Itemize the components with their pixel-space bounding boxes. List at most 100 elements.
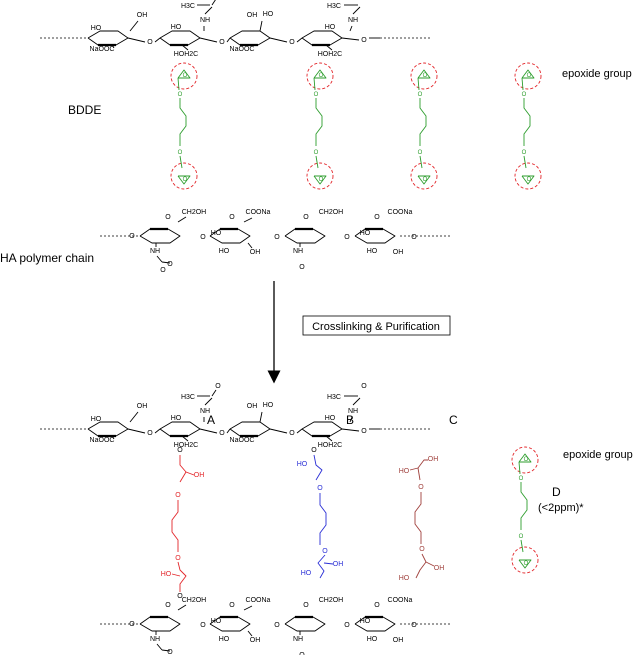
atom-label: HO xyxy=(367,248,378,255)
atom-label: O xyxy=(160,267,166,274)
atom-label: HOH2C xyxy=(174,442,199,449)
atom-label: HO xyxy=(367,636,378,643)
atom-label: HOH2C xyxy=(174,51,199,58)
bond-chain xyxy=(315,98,323,146)
atom-label: OH xyxy=(247,403,258,410)
atom-label: HO xyxy=(301,570,312,577)
atom-label: O xyxy=(418,92,423,98)
epoxide-circle xyxy=(511,546,539,574)
bond xyxy=(352,6,361,15)
atom-label: NaOOC xyxy=(90,437,115,444)
bond xyxy=(521,77,524,91)
bond-chain xyxy=(313,454,323,481)
atom-label: O xyxy=(419,546,425,553)
atom-label: OH xyxy=(434,565,445,572)
atom-label: O xyxy=(167,261,173,268)
bond xyxy=(177,216,187,223)
atom-label: O xyxy=(178,150,183,156)
atom-label: O xyxy=(519,534,524,540)
atom-label: O xyxy=(129,621,135,628)
atom-label: O xyxy=(314,150,319,156)
bond xyxy=(349,416,353,423)
atom-label: O xyxy=(175,555,181,562)
atom-label: HO xyxy=(211,618,222,625)
atom-label: O xyxy=(219,39,225,46)
bond xyxy=(259,20,263,32)
bond xyxy=(325,435,333,442)
atom-label: H3C xyxy=(327,3,341,10)
atom-label: NaOOC xyxy=(230,437,255,444)
atom-label: NH xyxy=(348,17,358,24)
product-a-label: A xyxy=(207,413,215,427)
atom-label: O xyxy=(177,447,183,454)
atom-label: O xyxy=(344,622,350,629)
atom-label: O xyxy=(361,383,367,390)
atom-label: O xyxy=(229,214,235,221)
bond xyxy=(211,389,217,397)
atom-label: O xyxy=(527,177,532,183)
bond xyxy=(177,604,187,611)
bond xyxy=(161,261,171,264)
atom-label: OH xyxy=(393,249,404,256)
atom-label: O xyxy=(311,447,317,454)
bond xyxy=(325,44,333,51)
bond xyxy=(199,428,218,434)
bond xyxy=(211,0,216,6)
product-d-label: D xyxy=(552,485,561,499)
atom-label: HO xyxy=(263,11,274,18)
atom-label: HO xyxy=(171,24,182,31)
atom-label: HO xyxy=(171,415,182,422)
bond-chain xyxy=(414,492,422,544)
atom-label: O xyxy=(361,37,367,44)
atom-label: COONa xyxy=(246,597,271,604)
bond xyxy=(204,6,213,15)
atom-label: O xyxy=(418,484,424,491)
atom-label: O xyxy=(344,234,350,241)
bond-chain xyxy=(417,175,431,185)
ha-chain-crosslinked-bottom: OOOOOOCH2OHNHOOHOOCOONaHOOHOCH2OHNHOHOOC… xyxy=(100,597,450,655)
atom-label: HO xyxy=(360,618,371,625)
bond xyxy=(181,435,189,442)
bond-chain xyxy=(301,30,343,46)
atom-label: O xyxy=(524,561,529,567)
epoxide-circle xyxy=(511,446,539,474)
atom-label: O xyxy=(322,548,328,555)
atom-label: O xyxy=(519,476,524,482)
atom-label: O xyxy=(289,39,295,46)
atom-label: HO xyxy=(297,461,308,468)
atom-label: HO xyxy=(219,636,230,643)
bond xyxy=(156,255,163,263)
bond xyxy=(323,562,334,565)
atom-label: HO xyxy=(219,248,230,255)
bond xyxy=(518,461,521,475)
atom-label: O xyxy=(411,622,417,629)
bond-chain xyxy=(171,500,179,552)
atom-label: O xyxy=(183,73,188,79)
bond-chain xyxy=(521,69,535,79)
bond-chain xyxy=(523,98,531,146)
bond-chain xyxy=(177,175,191,185)
process-label: Crosslinking & Purification xyxy=(312,321,440,333)
epoxide-label-top: epoxide group xyxy=(562,68,632,80)
atom-label: NH xyxy=(200,17,210,24)
atom-label: HO xyxy=(263,402,274,409)
bond xyxy=(127,428,146,434)
bond xyxy=(243,217,253,223)
bond xyxy=(352,397,361,406)
atom-label: NaOOC xyxy=(230,46,255,53)
process-box xyxy=(302,315,451,336)
product-d-note: (<2ppm)* xyxy=(538,502,584,514)
atom-label: O xyxy=(147,430,153,437)
atom-label: O xyxy=(374,602,380,609)
bond-chain xyxy=(301,421,343,437)
bond xyxy=(425,561,435,567)
atom-label: HO xyxy=(399,468,410,475)
bond-chain xyxy=(177,561,187,592)
bond xyxy=(520,539,524,553)
bond-chain xyxy=(159,30,201,46)
atom-label: COONa xyxy=(388,209,413,216)
bond xyxy=(269,37,288,43)
